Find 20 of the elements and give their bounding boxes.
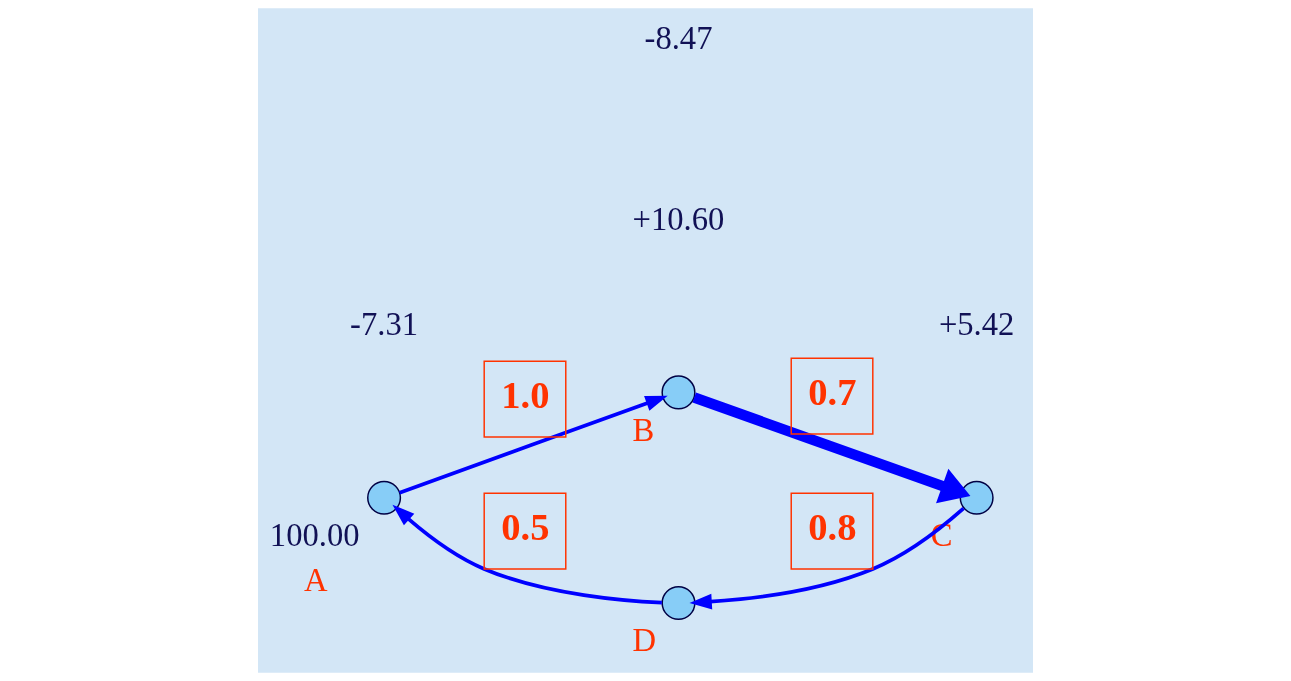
node-circle (661, 375, 696, 410)
node-label: B (632, 411, 655, 448)
node-circle (959, 480, 994, 515)
edge-label: 0.8 (808, 505, 857, 548)
node-circle (661, 586, 696, 621)
label: -7.31 (350, 306, 419, 343)
label: +10.60 (632, 201, 725, 238)
arrow (392, 504, 662, 605)
node-circle (367, 480, 402, 515)
node-label: A (303, 561, 328, 598)
arrow (689, 506, 965, 610)
arrow (399, 395, 668, 495)
edge-label: 1.0 (501, 373, 550, 416)
edge-label: 0.5 (501, 505, 550, 548)
node-label: 100.00 (269, 517, 360, 554)
label: +5.42 (938, 306, 1015, 343)
label: -8.47 (644, 20, 713, 57)
edge-label: 0.7 (808, 370, 857, 413)
arrow (692, 392, 971, 504)
node-label: D (632, 622, 657, 659)
